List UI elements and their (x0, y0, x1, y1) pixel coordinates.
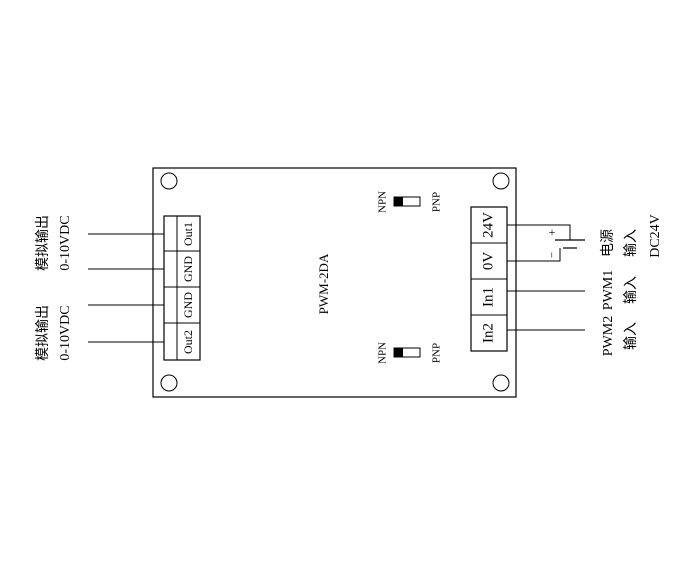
battery-plus-sign: + (549, 225, 556, 239)
out1-name-label: 模拟输出 (35, 215, 51, 271)
right-terminal-block: 24V 0V In1 In2 (470, 206, 508, 352)
terminal-out1: Out1 (181, 222, 195, 246)
terminal-24v: 24V (480, 212, 496, 238)
mounting-hole-bottom-left (160, 374, 178, 392)
npn-pnp-switch-2: NPN PNP (377, 342, 443, 364)
board-model-label: PWM-2DA (316, 253, 331, 314)
switch-2-pnp-label: PNP (431, 343, 443, 363)
terminal-in1: In1 (480, 287, 496, 307)
power-name-label: 电源 (600, 229, 616, 257)
switch-1-pnp-label: PNP (431, 192, 443, 212)
mounting-hole-bottom-right (492, 374, 510, 392)
power-input-label: 输入 (623, 229, 639, 257)
board-outline (152, 167, 517, 398)
pwm2-name-label: PWM2 (601, 316, 616, 356)
terminal-in2: In2 (480, 323, 496, 343)
terminal-gnd-2: GND (181, 292, 195, 318)
mounting-hole-top-left (160, 172, 178, 190)
pwm1-input-label: 输入 (623, 276, 639, 304)
switch-2-npn-label: NPN (377, 342, 389, 364)
mounting-hole-top-right (492, 172, 510, 190)
terminal-gnd-1: GND (181, 256, 195, 282)
switch-1-npn-label: NPN (377, 191, 389, 213)
out1-range-label: 0-10VDC (58, 215, 73, 270)
pwm2-input-label: 输入 (623, 322, 639, 350)
power-supply-wiring: + − (507, 224, 585, 262)
terminal-0v: 0V (480, 252, 496, 271)
battery-minus-sign: − (547, 252, 559, 258)
pwm1-name-label: PWM1 (601, 270, 616, 310)
terminal-out2: Out2 (181, 330, 195, 354)
left-terminal-block: Out1 GND GND Out2 (163, 215, 201, 361)
out2-name-label: 模拟输出 (35, 305, 51, 361)
power-voltage-label: DC24V (648, 214, 663, 258)
npn-pnp-switch-1: NPN PNP (377, 191, 443, 213)
out2-range-label: 0-10VDC (58, 305, 73, 360)
